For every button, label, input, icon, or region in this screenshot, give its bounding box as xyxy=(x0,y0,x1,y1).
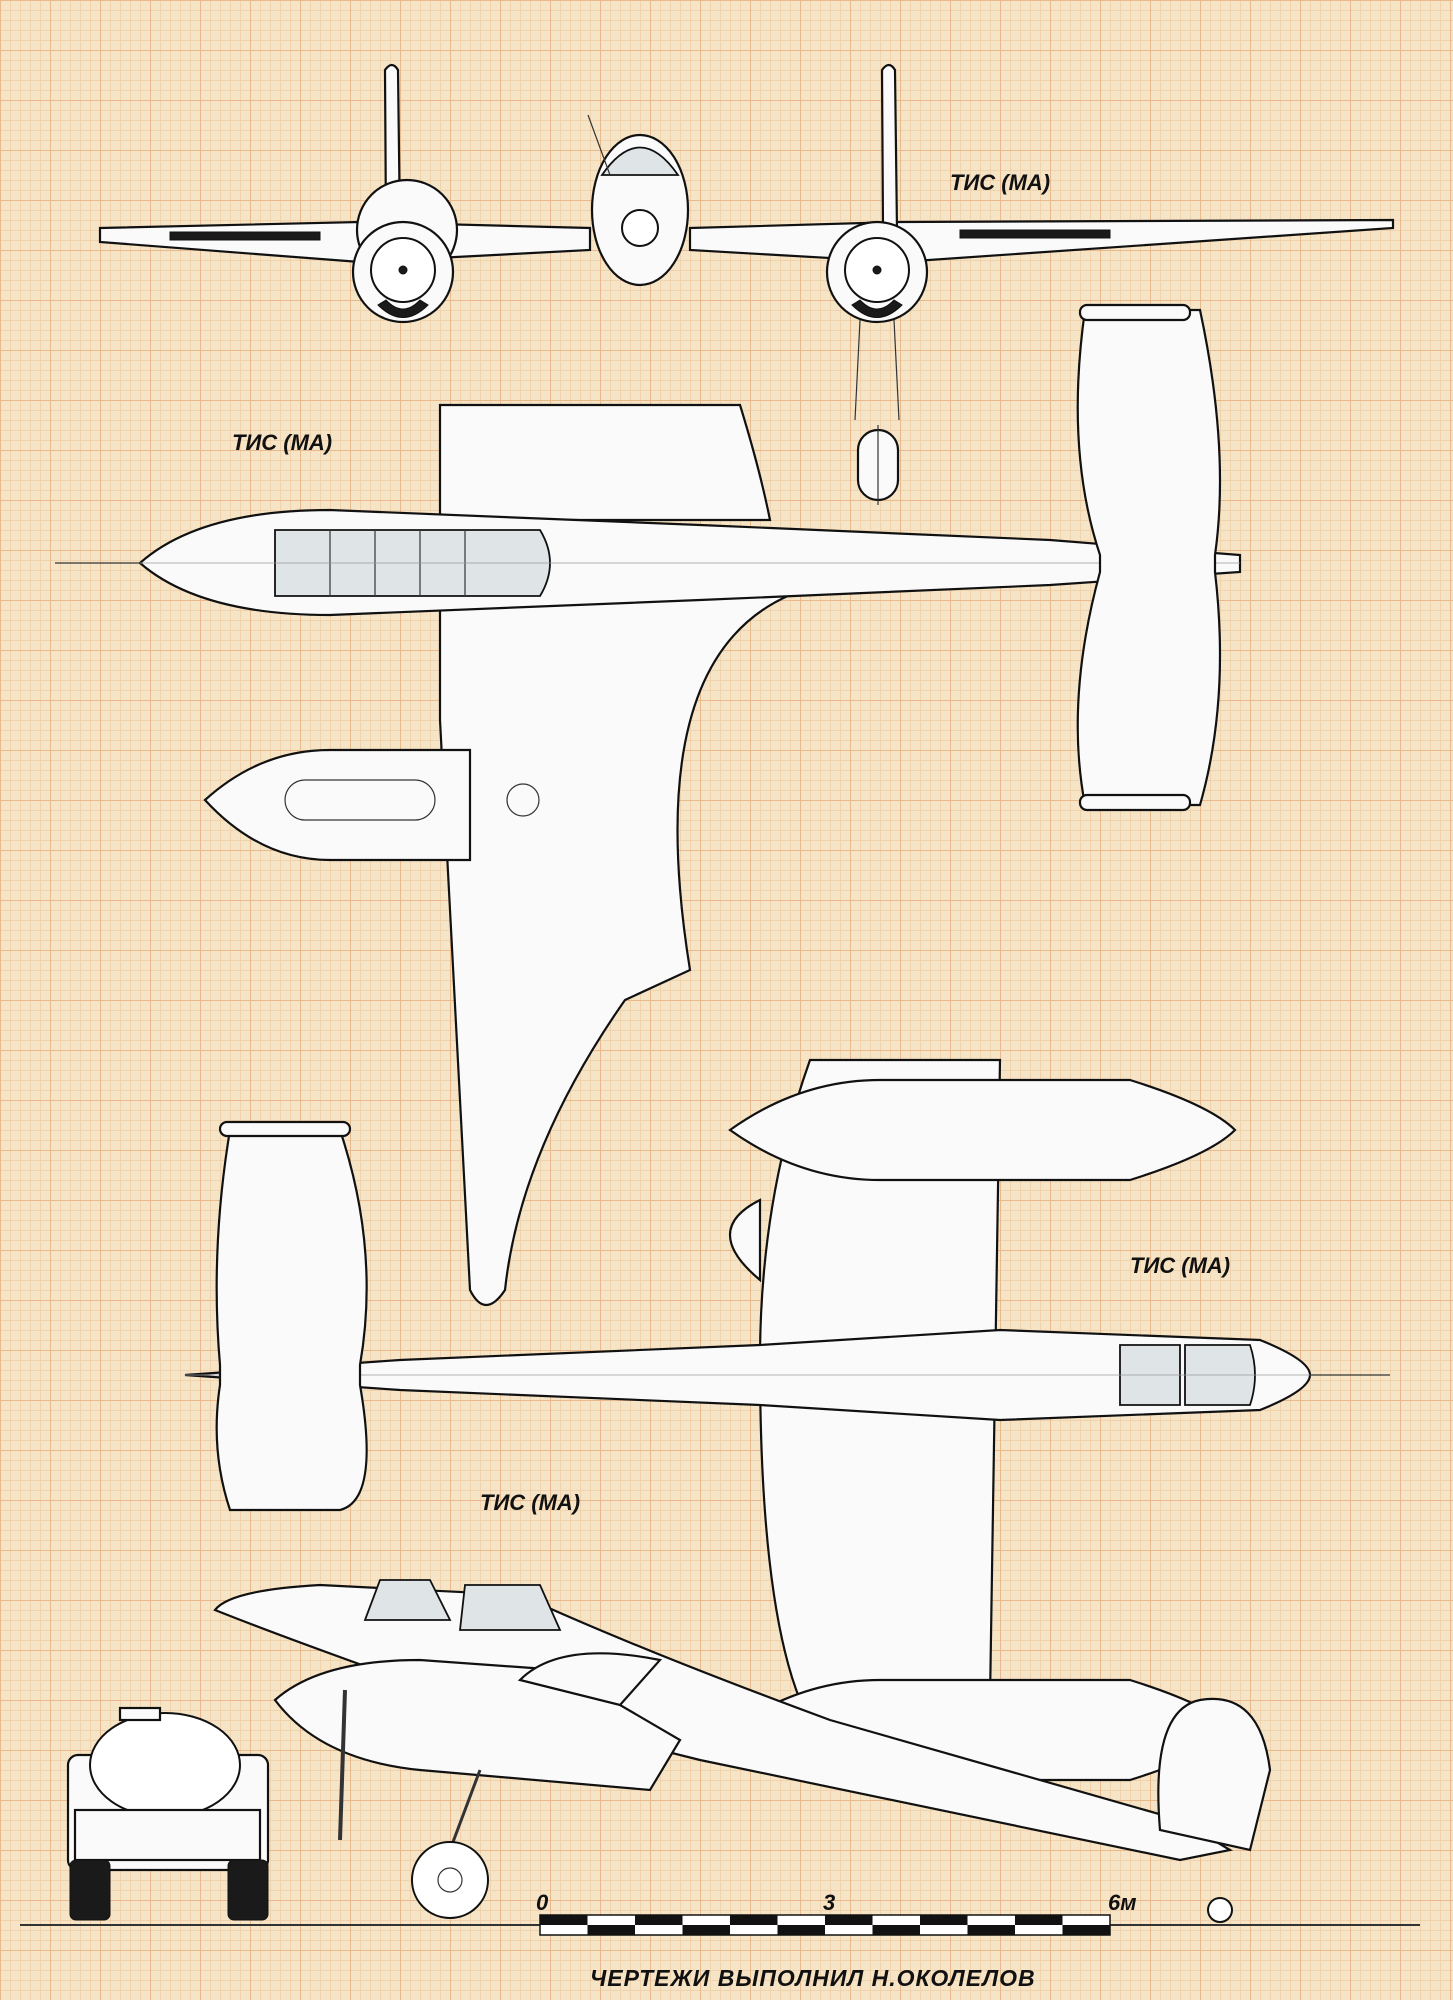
scale-segment xyxy=(587,1925,635,1935)
scale-segment xyxy=(777,1925,825,1935)
top-view-label: ТИС (МА) xyxy=(232,430,333,455)
scale-segment xyxy=(920,1915,968,1925)
credit-line: ЧЕРТЕЖИ ВЫПОЛНИЛ Н.ОКОЛЕЛОВ xyxy=(590,1965,1036,1991)
top-view xyxy=(55,303,1242,1307)
scale-label-6m: 6м xyxy=(1108,1890,1137,1915)
side-view-label: ТИС (МА) xyxy=(480,1490,581,1515)
scale-label-3: 3 xyxy=(823,1890,836,1915)
front-view-label: ТИС (МА) xyxy=(950,170,1051,195)
scale-segment xyxy=(825,1915,873,1925)
scale-segment xyxy=(872,1925,920,1935)
scale-segment xyxy=(635,1915,683,1925)
scale-segment xyxy=(967,1925,1015,1935)
scale-label-0: 0 xyxy=(536,1890,549,1915)
scale-segment xyxy=(730,1915,778,1925)
front-view xyxy=(98,63,1395,505)
scale-segment xyxy=(682,1925,730,1935)
fuel-truck-front-view xyxy=(66,1706,270,1921)
scale-segment xyxy=(1015,1915,1063,1925)
side-view xyxy=(213,1579,1272,1923)
bottom-view-label: ТИС (МА) xyxy=(1130,1253,1231,1278)
bottom-view xyxy=(184,1058,1390,1782)
scale-bar xyxy=(539,1914,1111,1936)
scale-segment xyxy=(540,1915,588,1925)
scale-segment xyxy=(1062,1925,1110,1935)
